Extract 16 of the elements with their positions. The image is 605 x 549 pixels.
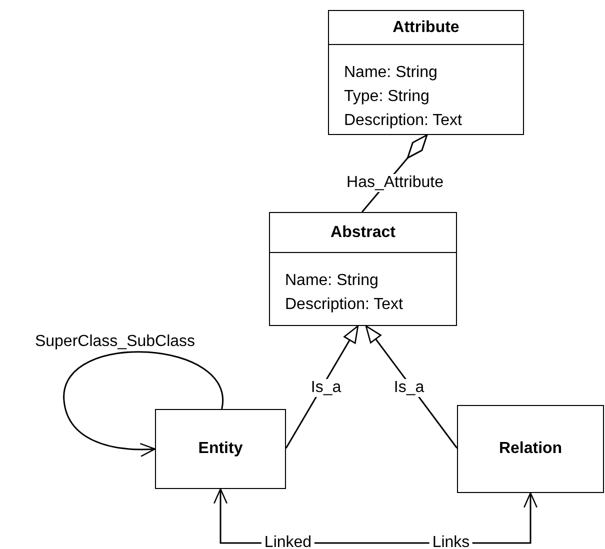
attribute-text: Name: String (344, 63, 438, 83)
class-name: Relation (498, 440, 562, 458)
role-label: Links (429, 534, 473, 549)
class-box (155, 409, 286, 489)
class-name: Attribute (392, 18, 460, 36)
class-name: Abstract (330, 224, 396, 242)
class-box (457, 405, 604, 493)
edge-label: Linked (261, 534, 315, 549)
class-box (269, 212, 457, 326)
class-box (328, 10, 524, 135)
attribute-text: Type: String (344, 87, 430, 107)
class-name: Entity (198, 440, 243, 458)
attribute-text: Description: Text (285, 295, 403, 315)
attribute-text: Name: String (285, 271, 378, 291)
attribute-text: Description: Text (344, 111, 462, 131)
self-association-arrow (63, 351, 223, 457)
